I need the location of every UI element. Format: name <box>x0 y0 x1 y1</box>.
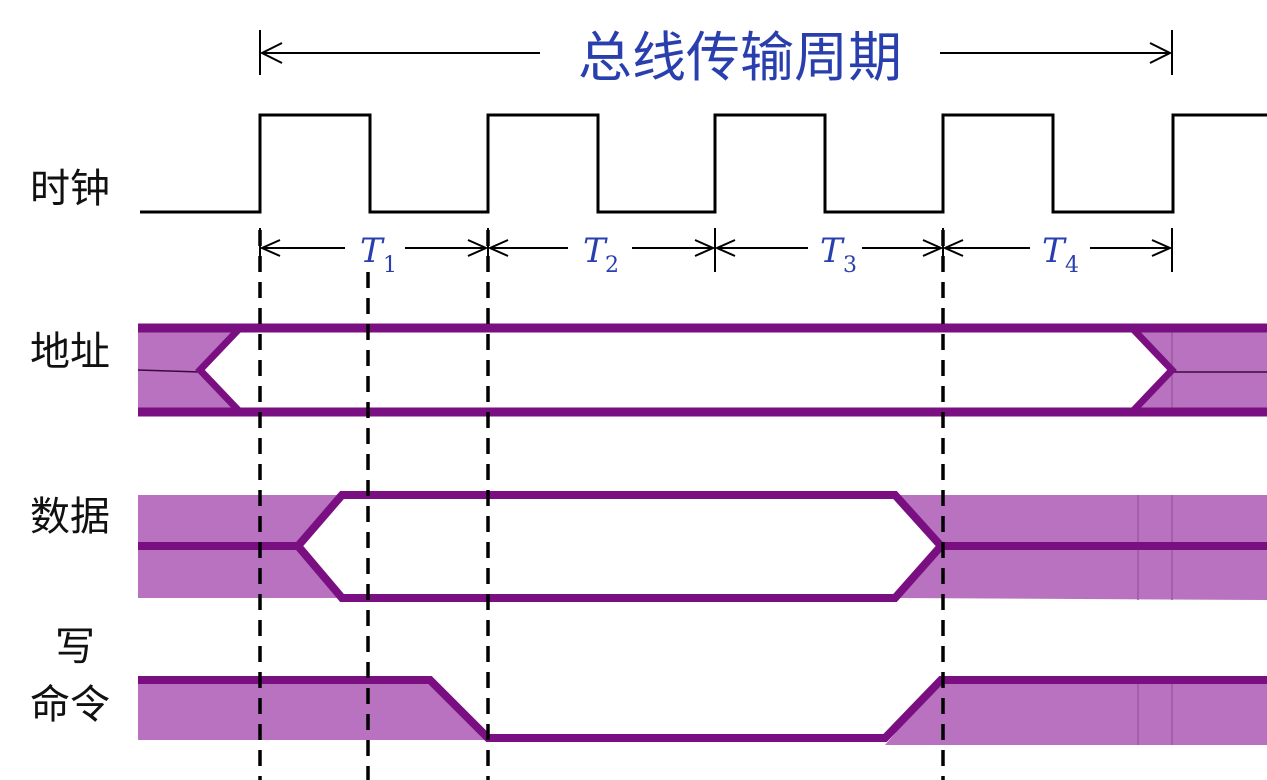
clock-waveform <box>140 113 1267 214</box>
write-label-line1: 写 <box>55 624 95 670</box>
period-markers: T 1 T 2 T 3 T 4 <box>259 228 1173 278</box>
address-transition-right <box>1129 325 1177 415</box>
arrowhead-right-icon <box>694 239 716 257</box>
data-label: 数据 <box>30 494 110 540</box>
diagram-title: 总线传输周期 <box>578 26 902 89</box>
bus-cycle-span: 总线传输周期 <box>259 26 1173 89</box>
period-t4: T 4 <box>942 231 1173 278</box>
arrowhead-left-icon <box>942 239 964 257</box>
arrowhead-right-icon <box>467 239 489 257</box>
arrowhead-left-icon <box>487 239 509 257</box>
period-t2-sub: 2 <box>605 253 619 278</box>
address-signal <box>137 323 1267 417</box>
write-invalid-left <box>138 680 488 740</box>
period-t3-sub: 3 <box>843 253 857 278</box>
address-invalid-right <box>1132 328 1267 412</box>
address-label: 地址 <box>30 329 110 375</box>
period-t1-symbol: T <box>360 231 385 271</box>
arrowhead-left-icon <box>259 239 281 257</box>
span-left-arrowhead <box>259 42 283 64</box>
period-t4-symbol: T <box>1042 231 1067 271</box>
data-valid-window <box>294 491 947 602</box>
arrowhead-left-icon <box>714 239 736 257</box>
address-undefined-line-left <box>137 369 201 373</box>
clock-label: 时钟 <box>30 166 110 212</box>
arrowhead-right-icon <box>922 239 944 257</box>
write-label-line2: 命令 <box>30 682 110 728</box>
span-right-arrowhead <box>1149 42 1173 64</box>
write-command-signal <box>138 676 1267 745</box>
write-command-waveform <box>138 676 1267 742</box>
arrowhead-right-icon <box>1151 239 1173 257</box>
timing-guides <box>258 230 945 780</box>
period-t2-symbol: T <box>583 231 608 271</box>
period-t4-sub: 4 <box>1065 253 1079 278</box>
period-t3-symbol: T <box>820 231 845 271</box>
data-signal <box>138 491 1267 602</box>
period-t3: T 3 <box>714 231 944 278</box>
period-t2: T 2 <box>487 231 716 278</box>
period-t1: T 1 <box>259 231 489 278</box>
period-t1-sub: 1 <box>383 253 397 278</box>
address-invalid-left <box>138 328 240 412</box>
address-transition-left <box>195 325 243 415</box>
